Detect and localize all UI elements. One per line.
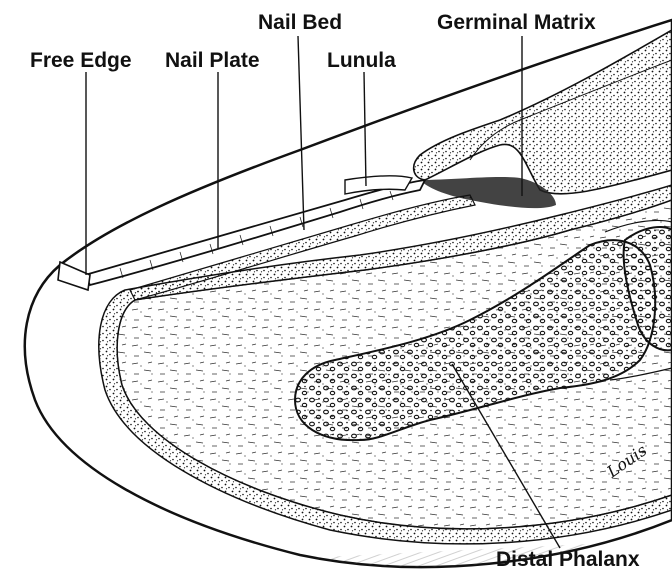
- label-lunula: Lunula: [327, 50, 396, 71]
- label-free-edge: Free Edge: [30, 50, 132, 71]
- label-germinal-matrix: Germinal Matrix: [437, 12, 596, 33]
- label-nail-bed: Nail Bed: [258, 12, 342, 33]
- label-nail-plate: Nail Plate: [165, 50, 260, 71]
- label-distal-phalanx: Distal Phalanx: [496, 549, 640, 570]
